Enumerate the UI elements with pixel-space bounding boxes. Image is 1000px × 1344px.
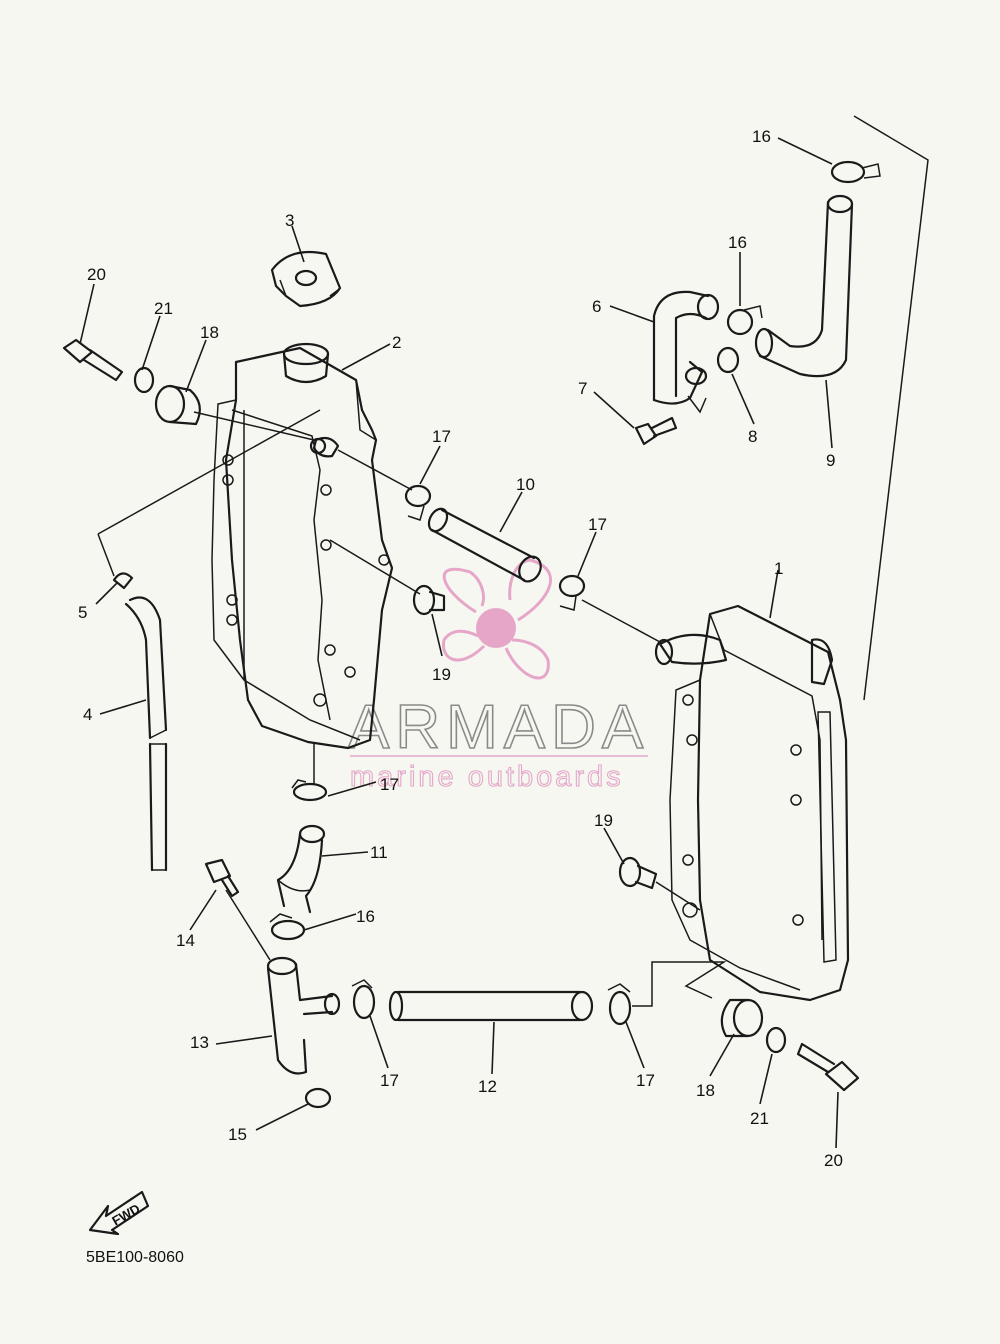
bolt-20-left bbox=[62, 338, 124, 382]
callout-17-a: 17 bbox=[432, 427, 451, 446]
watermark-subtitle: marine outboards bbox=[350, 761, 624, 793]
hose-12 bbox=[388, 990, 594, 1022]
left-radiator bbox=[211, 342, 394, 750]
clamp-16-mid bbox=[726, 305, 763, 336]
callout-17-b: 17 bbox=[588, 515, 607, 534]
leader-lines bbox=[79, 115, 929, 1149]
hose-4 bbox=[124, 596, 168, 872]
callout-16-low: 16 bbox=[356, 907, 375, 926]
washer-21-left bbox=[133, 366, 155, 394]
callout-10: 10 bbox=[516, 475, 535, 494]
bolt-7 bbox=[634, 416, 678, 446]
callout-11: 11 bbox=[370, 843, 388, 862]
hose-9 bbox=[754, 194, 854, 378]
grommet-19-right bbox=[618, 856, 658, 890]
right-radiator bbox=[654, 604, 850, 1002]
callout-21-left: 21 bbox=[154, 299, 173, 318]
damper-18-left bbox=[154, 384, 201, 426]
bolt-14 bbox=[204, 858, 240, 898]
callout-18-right: 18 bbox=[696, 1081, 715, 1100]
washer-21-right bbox=[765, 1026, 787, 1054]
clamp-17-b bbox=[558, 574, 586, 611]
callout-20-left: 20 bbox=[87, 265, 106, 284]
callout-19-left: 19 bbox=[432, 665, 451, 684]
callout-3: 3 bbox=[285, 211, 294, 230]
fwd-label: FWD bbox=[109, 1201, 142, 1229]
callout-16-top: 16 bbox=[752, 127, 771, 146]
callout-19-right: 19 bbox=[594, 811, 613, 830]
o-ring-15 bbox=[304, 1087, 332, 1109]
hose-10 bbox=[427, 507, 542, 583]
callout-20-right: 20 bbox=[824, 1151, 843, 1170]
callout-17-d: 17 bbox=[380, 1071, 399, 1090]
radiator-cap bbox=[270, 250, 342, 308]
clamp-17-d bbox=[351, 979, 376, 1020]
fwd-arrow-icon: FWD bbox=[88, 1190, 150, 1236]
callout-8: 8 bbox=[748, 427, 757, 446]
callout-4: 4 bbox=[83, 705, 92, 724]
clip-5 bbox=[112, 572, 134, 590]
callout-6: 6 bbox=[592, 297, 601, 316]
grommet-19-left bbox=[412, 584, 446, 616]
hose-6 bbox=[652, 290, 720, 414]
clamp-16-top bbox=[830, 160, 881, 184]
callout-9: 9 bbox=[826, 451, 835, 470]
clamp-17-e bbox=[607, 983, 632, 1026]
armada-logo-icon bbox=[442, 558, 552, 680]
watermark-title: ARMADA bbox=[348, 693, 649, 762]
damper-18-right bbox=[720, 998, 764, 1038]
clamp-17-a bbox=[404, 484, 432, 521]
callout-1: 1 bbox=[774, 559, 783, 578]
callout-labels: 3 20 21 18 2 17 10 17 5 19 4 16 16 6 7 8… bbox=[78, 127, 843, 1170]
bolt-20-right bbox=[796, 1042, 860, 1092]
o-ring-8 bbox=[716, 346, 740, 374]
fitting-13 bbox=[266, 956, 341, 1075]
callout-17-c: 17 bbox=[380, 775, 399, 794]
callout-21-right: 21 bbox=[750, 1109, 769, 1128]
callout-17-e: 17 bbox=[636, 1071, 655, 1090]
callout-16-mid: 16 bbox=[728, 233, 747, 252]
hose-11 bbox=[276, 824, 326, 914]
callout-12: 12 bbox=[478, 1077, 497, 1096]
callout-2: 2 bbox=[392, 333, 401, 352]
diagram-code: 5BE100-8060 bbox=[86, 1249, 184, 1266]
callout-13: 13 bbox=[190, 1033, 209, 1052]
callout-7: 7 bbox=[578, 379, 587, 398]
callout-14: 14 bbox=[176, 931, 195, 950]
clamp-17-c bbox=[291, 779, 328, 802]
clamp-16-low bbox=[269, 913, 306, 941]
callout-15: 15 bbox=[228, 1125, 247, 1144]
callout-18-left: 18 bbox=[200, 323, 219, 342]
callout-5: 5 bbox=[78, 603, 87, 622]
